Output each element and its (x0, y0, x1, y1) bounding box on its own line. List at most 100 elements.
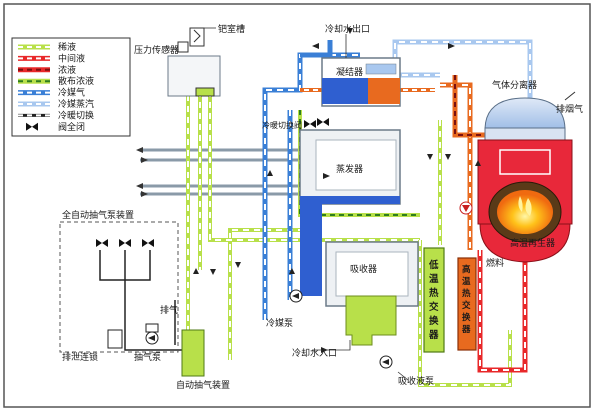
auto-purge-label: 自动抽气装置 (176, 379, 230, 391)
arrow-up (210, 269, 216, 275)
lt-hex-label: 低温热交换器 (428, 259, 439, 341)
middle-line-stripe (479, 250, 526, 371)
gas-separator-dome (484, 97, 566, 131)
legend-label: 浓液 (58, 64, 76, 76)
absorber (300, 204, 419, 346)
valve-closed-icon (96, 239, 108, 247)
legend-label: 冷媒蒸汽 (58, 98, 94, 110)
evaporator-refrigerant-pool (300, 196, 400, 204)
palladium-cell-box (189, 27, 205, 47)
arrow-down (289, 268, 295, 274)
lt-hex-body (423, 247, 445, 353)
solution-pump-arrow-icon (382, 359, 389, 365)
steam-line-top-stripe (394, 41, 531, 100)
arrow-left (136, 147, 143, 153)
valve-closed-icon (119, 239, 131, 247)
refrigerant-pump-arrow-icon (292, 293, 299, 299)
outer-frame (3, 3, 591, 408)
legend-label: 冷暖切换 (58, 109, 94, 121)
switch-valve-icon (317, 118, 329, 126)
condenser-orange-section (368, 78, 400, 104)
fuel-label: 燃料 (486, 257, 504, 269)
vacuum-pump-arrow-icon (148, 335, 155, 341)
arrow-right (448, 43, 455, 49)
flame-tongue-icon (518, 196, 532, 216)
legend-label: 阀全闭 (58, 121, 85, 133)
exhaust-pointer (564, 91, 576, 101)
legend-label: 散布浓液 (58, 75, 94, 87)
legend-label: 稀液 (58, 41, 76, 53)
switch-valve-icon (304, 120, 316, 128)
dilute-line-up-stripe (199, 80, 420, 270)
exhaust-label: 排烟气 (556, 103, 583, 115)
arrow-up (445, 154, 451, 160)
pumps (145, 201, 473, 369)
vacuum-pipe-c (124, 330, 190, 351)
cooling-water-out-label: 冷却水出口 (325, 23, 370, 35)
drain-interlock-label: 排泄连锁 (62, 351, 98, 363)
legend-box (11, 37, 131, 137)
generator-inner-box (499, 149, 551, 175)
switch-valve-label: 冷暖切换阀 (262, 120, 302, 130)
gas-separator-label: 气体分离器 (492, 79, 537, 91)
vacuum-unit-title: 全自动抽气泵装置 (62, 209, 134, 221)
legend-valve-icon (26, 122, 38, 131)
gas-separator-band (484, 127, 566, 141)
spread-strong-line-stripe (299, 110, 420, 216)
ht-hex-label: 高温热交换器 (461, 264, 471, 335)
arrow-left (312, 43, 319, 49)
condenser-label: 凝结器 (336, 66, 363, 78)
condenser-tube-bundle (365, 63, 397, 75)
dilute-line-to-hex-stripe (419, 240, 511, 386)
palladium-cell-label: 钯室槽 (218, 23, 245, 35)
pressure-sensor-body (177, 41, 189, 53)
arrow-up (347, 28, 353, 34)
pressure-sensor-label: 压力传感器 (134, 44, 179, 56)
legend-label: 中间液 (58, 52, 85, 64)
drain-interlock-box (145, 323, 159, 333)
evaporator (299, 129, 401, 205)
heater-zigzag-icon (193, 29, 201, 43)
ht-pump-arrow-icon (462, 205, 470, 212)
strong-line-2-stripe (454, 75, 490, 136)
flow-arrows (193, 28, 481, 353)
strong-line-1 (440, 82, 473, 250)
hp-generator-label: 高温再生器 (510, 237, 555, 249)
ht-hex-body (457, 257, 477, 351)
vacuum-unit-enclosure (59, 221, 179, 353)
pressure-sensor-assembly (167, 27, 221, 97)
absorber-tube-area (335, 251, 409, 297)
refrigerant-column (300, 204, 322, 296)
valves (96, 118, 329, 349)
arrow-up (427, 154, 433, 160)
solution-pump-label: 吸收液泵 (398, 375, 434, 387)
drain-tank (107, 329, 123, 349)
arrow-down (475, 160, 481, 166)
absorber-sump (345, 295, 397, 346)
evaporator-tube-area (315, 139, 397, 191)
leader-lines (166, 27, 409, 381)
leader-solution-pump (397, 371, 409, 381)
flame-icon (497, 190, 553, 234)
low-temp-heat-exchanger (423, 247, 445, 353)
arrow-right (141, 157, 148, 163)
arrow-up (235, 262, 241, 268)
refrigerant-pump-label: 冷媒泵 (266, 317, 293, 329)
evaporator-label: 蒸发器 (336, 163, 363, 175)
high-temp-heat-exchanger (457, 257, 477, 351)
vent-label: 排气 (160, 304, 178, 316)
high-temp-generator (477, 91, 576, 263)
arrow-right (141, 191, 148, 197)
auto-purge-tank-body (181, 329, 205, 377)
purge-tank-level (195, 87, 215, 97)
leader-cooling-in (312, 340, 351, 351)
legend-label: 冷媒气 (58, 87, 85, 99)
absorber-label: 吸收器 (350, 263, 377, 275)
arrow-right (323, 173, 330, 179)
arrow-left (136, 183, 143, 189)
steam-line-sep (392, 60, 440, 78)
auto-purge-tank (181, 329, 205, 377)
valve-closed-icon (142, 239, 154, 247)
